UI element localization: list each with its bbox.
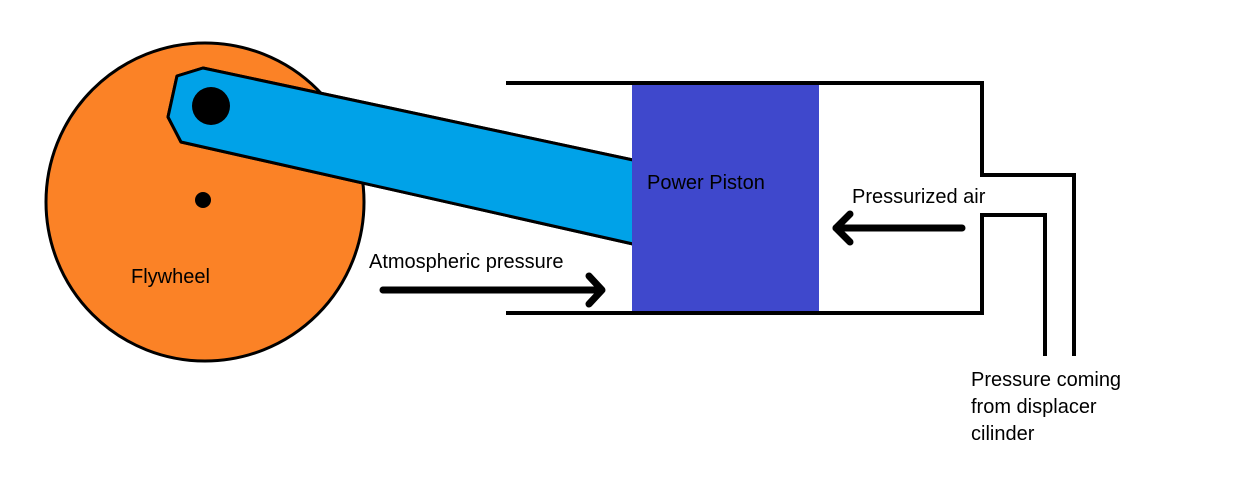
displacer-source-label: Pressure coming from displacer cilinder	[971, 369, 1121, 445]
source-label-line-3: cilinder	[971, 423, 1035, 445]
cylinder-top-wall	[506, 81, 1076, 356]
flywheel-label: Flywheel	[131, 266, 210, 288]
cylinder-bottom-wall	[506, 213, 1047, 356]
atmospheric-pressure-label: Atmospheric pressure	[369, 251, 564, 273]
crank-pin	[192, 87, 230, 125]
pressurized-air-arrow	[832, 210, 966, 246]
atmospheric-arrow-head	[585, 272, 606, 308]
power-piston: Power Piston	[632, 85, 819, 311]
power-piston-label: Power Piston	[647, 172, 765, 194]
source-label-line-1: Pressure coming	[971, 369, 1121, 391]
pressurized-air-label: Pressurized air	[852, 186, 986, 208]
connecting-rod-fill-fix	[168, 68, 633, 244]
power-piston-body	[632, 85, 819, 311]
cylinder	[506, 81, 1076, 356]
connecting-rod	[166, 66, 634, 246]
source-label-line-2: from displacer	[971, 396, 1097, 418]
connecting-rod-edge	[166, 66, 634, 246]
flywheel-axle	[195, 192, 211, 208]
pressurized-arrow-head	[832, 210, 854, 246]
atmospheric-pressure-arrow	[379, 272, 606, 308]
